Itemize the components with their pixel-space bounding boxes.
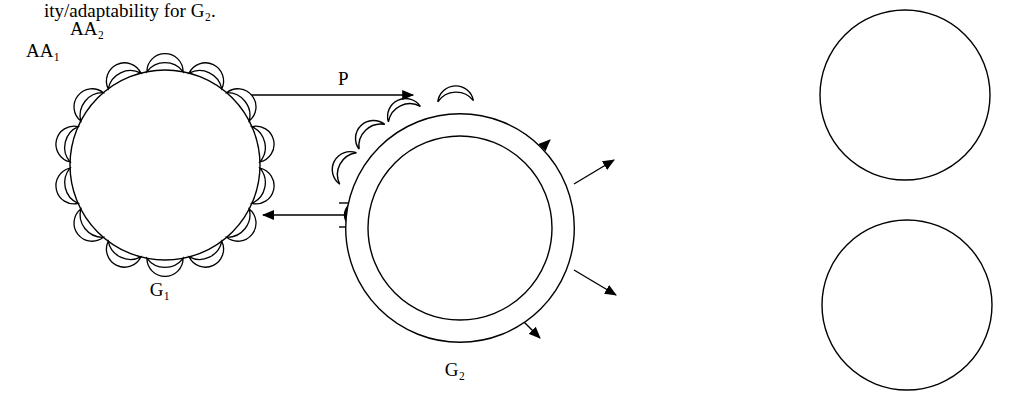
- node-outline: [55, 55, 275, 275]
- amino-acid-cup: [56, 126, 78, 162]
- amino-acid-cup: [227, 89, 256, 121]
- amino-acid-cup: [74, 209, 103, 241]
- part-label: AA₁: [26, 40, 60, 62]
- gene-ring-inner: [368, 136, 552, 320]
- amino-acid-cup: [189, 241, 223, 267]
- amino-acid-cup: [106, 63, 140, 89]
- gene-circle-g2: G₂: [345, 113, 575, 343]
- gene-ring-outer: [346, 114, 575, 343]
- daughter-circle: [822, 220, 992, 390]
- amino-acid-cup: [74, 89, 103, 121]
- daughter-circle: [820, 10, 990, 180]
- node-label: G₂: [445, 359, 465, 381]
- arrow-connector: [250, 94, 413, 95]
- amino-acid-cup: [106, 241, 140, 267]
- amino-acid-cup: [252, 168, 274, 204]
- note-text: ity/adaptability for G₂.: [44, 0, 216, 22]
- division-arrows: [574, 160, 616, 295]
- gene-circle: [70, 70, 260, 260]
- amino-acid-cup: [147, 54, 183, 72]
- amino-acid-cup: [227, 209, 256, 241]
- part-label: AA₂: [70, 18, 104, 40]
- gene-circle-g1: G₁: [55, 55, 275, 275]
- node-label: G₁: [150, 279, 170, 301]
- amino-acid-cup: [189, 63, 223, 89]
- amino-acid-cup: [56, 168, 78, 204]
- amino-acid-cup: [252, 126, 274, 162]
- node-outline: [345, 113, 575, 343]
- arrow-connector: [263, 214, 346, 215]
- part-label: P: [338, 68, 349, 90]
- amino-acid-cup: [147, 258, 183, 276]
